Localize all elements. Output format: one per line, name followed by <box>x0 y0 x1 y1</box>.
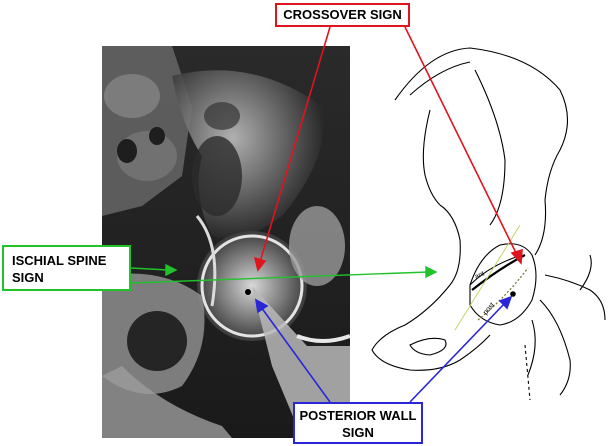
reference-line <box>454 224 521 331</box>
ischial-spine-arrows <box>130 263 438 284</box>
ant-text: ant <box>474 270 486 280</box>
xray-center-dot <box>245 289 251 295</box>
ischial-spine-text-line2: SIGN <box>12 270 44 285</box>
posterior-wall-line <box>477 267 529 321</box>
crossover-sign-label: CROSSOVER SIGN <box>275 3 410 27</box>
posterior-wall-arrows <box>254 295 513 403</box>
ischial-spine-text-line1: ISCHIAL SPINE <box>12 253 107 268</box>
ischial-spine-sign-label: ISCHIAL SPINE SIGN <box>2 245 131 291</box>
xray-drawing <box>102 46 350 438</box>
posterior-wall-text-line1: POSTERIOR WALL <box>299 408 417 423</box>
pelvis-xray-image <box>102 46 350 438</box>
posterior-wall-sign-label: POSTERIOR WALL SIGN <box>293 402 423 444</box>
posterior-wall-text-line2: SIGN <box>342 425 374 440</box>
pelvis-line-drawing <box>371 47 606 401</box>
drawing-center-dot <box>510 291 516 297</box>
crossover-sign-text: CROSSOVER SIGN <box>283 7 402 22</box>
crossover-arrows <box>253 26 523 272</box>
